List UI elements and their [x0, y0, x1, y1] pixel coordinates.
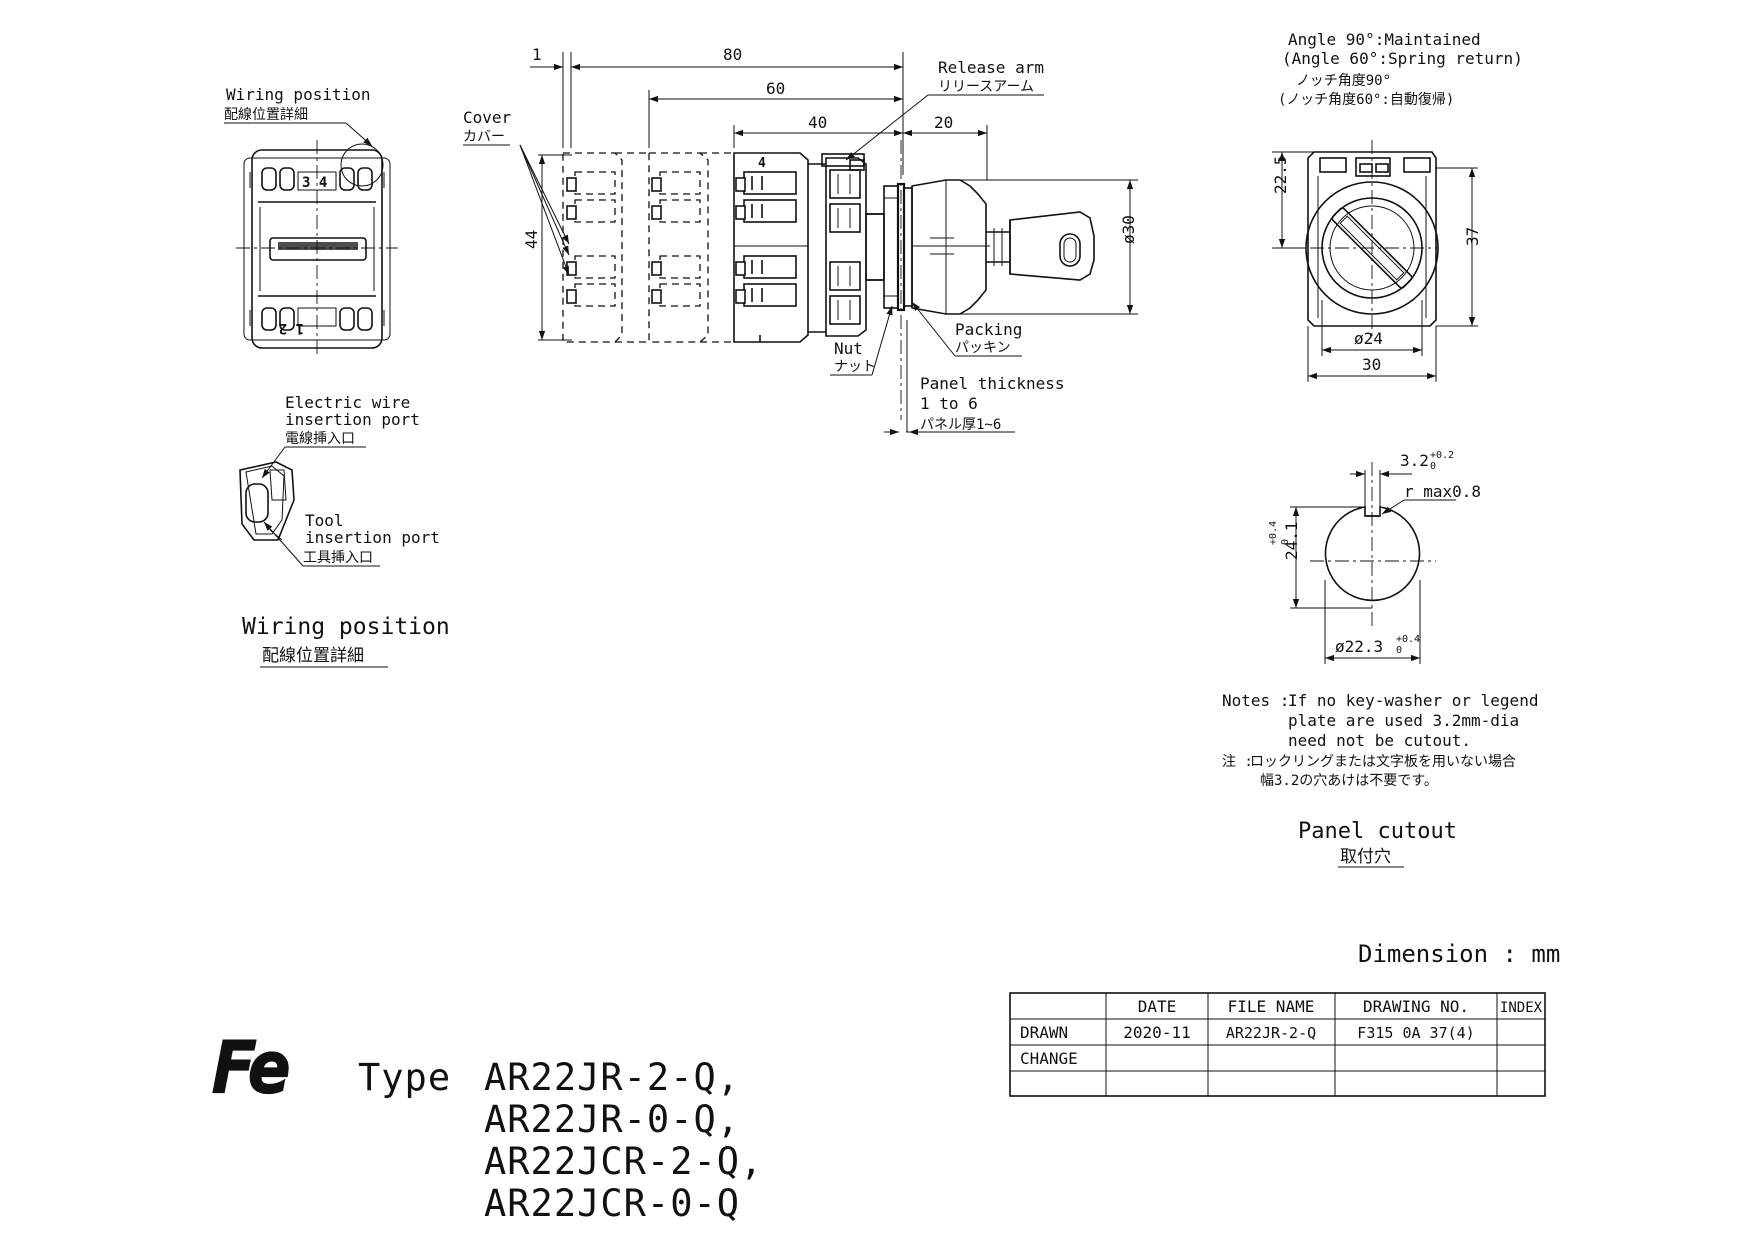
header-index: INDEX: [1500, 1000, 1543, 1016]
diameter-label: ø22.3: [1335, 637, 1383, 656]
row-drawn-file: AR22JR-2-Q: [1226, 1024, 1316, 1042]
cutout-caption-jp: 取付穴: [1340, 847, 1391, 867]
angle-jp2: (ノッチ角度60°:自動復帰): [1278, 91, 1454, 108]
dim-20: 20: [934, 113, 953, 132]
height-tol-low: 0: [1280, 539, 1291, 545]
slot-tol-low: 0: [1430, 461, 1436, 472]
dim-44: 44: [522, 230, 541, 249]
packing-jp: パッキン: [955, 340, 1011, 356]
top-terminal-numbers: 3 4: [302, 175, 327, 191]
title-block: DATE FILE NAME DRAWING NO. INDEX DRAWN 2…: [1009, 992, 1546, 1097]
detail-circle: [340, 143, 384, 187]
release-arm-en: Release arm: [938, 58, 1044, 77]
bottom-terminals: [261, 307, 373, 331]
tool-port-en1: Tool: [305, 511, 344, 530]
dimension-unit: Dimension : mm: [1358, 940, 1560, 968]
notes-en2: plate are used 3.2mm-dia: [1288, 711, 1519, 730]
cover-label-en: Cover: [463, 108, 512, 127]
model-2: AR22JR-0-Q,: [484, 1098, 740, 1141]
dim-30: 30: [1362, 355, 1381, 374]
height-label: 24.1: [1282, 521, 1301, 560]
nut-en: Nut: [834, 339, 863, 358]
notes-en1: If no key-washer or legend: [1288, 691, 1538, 710]
front-view: Angle 90°:Maintained (Angle 60°:Spring r…: [1271, 30, 1523, 382]
wire-port-en1: Electric wire: [285, 393, 410, 412]
wiring-caption-en: Wiring position: [242, 614, 450, 640]
panel-thickness-en2: 1 to 6: [920, 394, 978, 413]
notes-jp-label: 注 :: [1222, 754, 1253, 770]
model-4: AR22JCR-0-Q: [484, 1182, 740, 1225]
radius-label: r max0.8: [1404, 482, 1481, 501]
dim-37: 37: [1463, 227, 1482, 246]
insertion-port-detail: Electric wire insertion port 電線挿入口 Tool …: [239, 393, 450, 668]
dim-80: 80: [723, 45, 742, 64]
slot-width: 3.2: [1400, 451, 1429, 470]
release-arm-jp: リリースアーム: [938, 79, 1034, 95]
wiring-title-en: Wiring position: [226, 85, 371, 104]
dim-60: 60: [766, 79, 785, 98]
logo-text: Fe: [212, 1027, 288, 1109]
wiring-title-jp: 配線位置詳細: [224, 107, 308, 123]
angle-en2: (Angle 60°:Spring return): [1282, 49, 1523, 68]
dim-d30: ø30: [1119, 215, 1138, 244]
wire-port-en2: insertion port: [285, 410, 420, 429]
bottom-terminal-numbers: 1 2: [279, 320, 304, 336]
block-mark: 4: [758, 156, 766, 171]
cover-label-jp: カバー: [463, 129, 505, 145]
tool-port-jp: 工具挿入口: [303, 550, 373, 566]
wire-port-jp: 電線挿入口: [285, 431, 355, 447]
dia-tol: +0.4: [1396, 634, 1420, 645]
dim-40: 40: [808, 113, 827, 132]
height-tol: +0.4: [1268, 521, 1279, 545]
header-drawing-no: DRAWING NO.: [1363, 997, 1469, 1016]
dim-d24: ø24: [1354, 329, 1383, 348]
row-drawn-label: DRAWN: [1020, 1023, 1068, 1042]
notes-jp2: 幅3.2の穴あけは不要です。: [1260, 773, 1438, 789]
key: [986, 211, 1095, 281]
cutout-caption-en: Panel cutout: [1298, 819, 1457, 844]
row-drawn-date: 2020-11: [1123, 1023, 1190, 1042]
angle-en1: Angle 90°:Maintained: [1288, 30, 1481, 49]
nut-and-panel: [883, 140, 913, 432]
notes-label: Notes :: [1222, 691, 1289, 710]
row-change-label: CHANGE: [1020, 1049, 1078, 1068]
wiring-caption-jp: 配線位置詳細: [262, 646, 364, 666]
packing-en: Packing: [955, 320, 1022, 339]
header-file-name: FILE NAME: [1228, 997, 1315, 1016]
type-label: Type: [358, 1056, 451, 1099]
side-view: 1 80 60 40 20 44: [463, 45, 1138, 436]
operator-housing: [821, 153, 885, 337]
top-terminals: [261, 167, 373, 191]
tool-port-en2: insertion port: [305, 528, 440, 547]
dim-1: 1: [532, 45, 542, 64]
header-date: DATE: [1138, 997, 1177, 1016]
bezel: [911, 179, 990, 315]
dim-22-5: 22.5: [1271, 155, 1290, 194]
panel-thickness-jp: パネル厚1~6: [920, 417, 1001, 433]
notes-en3: need not be cutout.: [1288, 731, 1471, 750]
contact-block: [733, 152, 826, 343]
slot-tol: +0.2: [1430, 450, 1454, 461]
row-drawn-number: F315 0A 37(4): [1357, 1024, 1474, 1042]
panel-cutout: 3.2 +0.2 0 r max0.8 24.1 +0.4 0 ø22.3 +0…: [1222, 450, 1538, 868]
wiring-position-view: Wiring position 配線位置詳細 3 4: [224, 85, 398, 356]
panel-thickness-en1: Panel thickness: [920, 374, 1065, 393]
dia-tol-low: 0: [1396, 645, 1402, 656]
nut-jp: ナット: [834, 359, 876, 375]
model-3: AR22JCR-2-Q,: [484, 1140, 763, 1183]
cutout-shape: [1324, 506, 1421, 602]
angle-jp1: ノッチ角度90°: [1296, 73, 1391, 89]
notes-jp1: ロックリングまたは文字板を用いない場合: [1250, 754, 1516, 770]
model-1: AR22JR-2-Q,: [484, 1056, 740, 1099]
fe-logo: Fe: [211, 1026, 295, 1110]
